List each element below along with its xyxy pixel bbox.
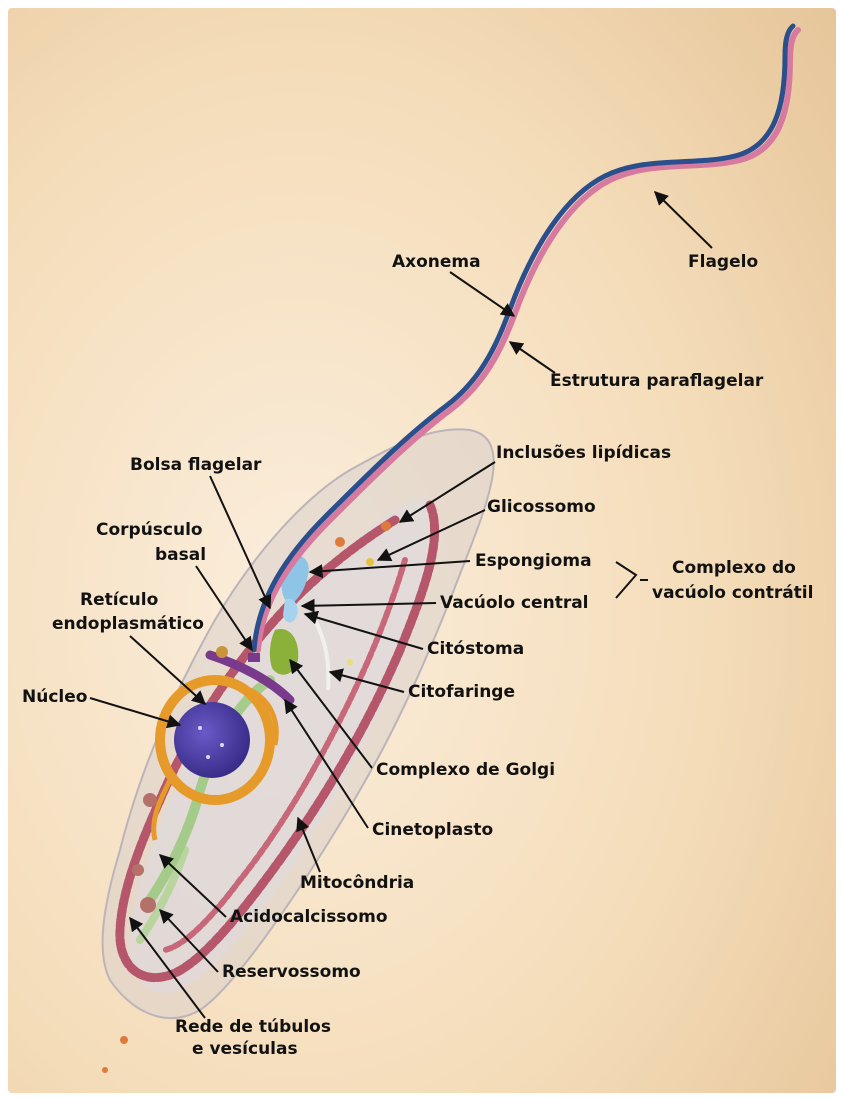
label-citofaringe: Citofaringe: [408, 682, 515, 702]
label-corpusculo-basal-2: basal: [155, 545, 206, 565]
lipid-inclusion: [216, 646, 228, 658]
label-glicossomo: Glicossomo: [487, 497, 596, 517]
label-flagelo: Flagelo: [688, 252, 758, 272]
label-acidocalcissomo: Acidocalcissomo: [230, 907, 388, 927]
label-reservossomo: Reservossomo: [222, 962, 361, 982]
label-estrutura-paraflagelar: Estrutura paraflagelar: [550, 371, 764, 391]
label-mitocondria: Mitocôndria: [300, 873, 414, 893]
vesicle: [102, 1067, 108, 1073]
label-complexo-vacuolo-1: Complexo do: [672, 558, 796, 578]
nucleus-dot: [206, 755, 210, 759]
nucleus: [174, 702, 250, 778]
label-complexo-vacuolo-2: vacúolo contrátil: [652, 583, 813, 603]
label-reticulo-1: Retículo: [80, 590, 158, 610]
lipid-inclusion: [381, 521, 391, 531]
vesicle: [120, 1036, 128, 1044]
label-rede-1: Rede de túbulos: [175, 1017, 331, 1037]
label-inclusoes-lipidicas: Inclusões lipídicas: [496, 443, 671, 463]
nucleus-dot: [198, 726, 202, 730]
label-espongioma: Espongioma: [475, 551, 592, 571]
label-nucleo: Núcleo: [22, 687, 87, 707]
label-cinetoplasto: Cinetoplasto: [372, 820, 493, 840]
reservosome: [140, 897, 156, 913]
label-vacuolo-central: Vacúolo central: [440, 593, 589, 613]
vesicle: [347, 659, 353, 665]
label-reticulo-2: endoplasmático: [52, 614, 204, 634]
nucleus-dot: [220, 743, 224, 747]
glycosome: [366, 558, 374, 566]
reservosome: [132, 864, 144, 876]
basal-body: [248, 653, 260, 662]
acidocalcisome: [143, 793, 157, 807]
label-corpusculo-basal-1: Corpúsculo: [96, 520, 203, 540]
label-complexo-golgi: Complexo de Golgi: [376, 760, 555, 780]
lipid-inclusion: [335, 537, 345, 547]
label-bolsa-flagelar: Bolsa flagelar: [130, 455, 262, 475]
label-rede-2: e vesículas: [192, 1039, 298, 1059]
label-axonema: Axonema: [392, 252, 481, 272]
label-citostoma: Citóstoma: [427, 639, 524, 659]
